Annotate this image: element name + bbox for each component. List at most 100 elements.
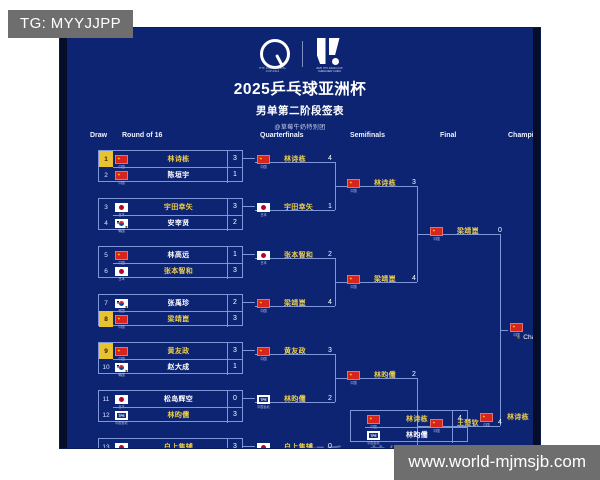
flag-jp-icon: 日本 (115, 442, 128, 448)
match-score: 3 (227, 311, 242, 327)
connector-line (345, 282, 417, 283)
match-score: 3 (227, 151, 242, 167)
flag-cn-icon: 中国 (115, 170, 128, 185)
tournament-bracket-poster: ITTF CONTINENTAL CUP ASIA 2025 ITTF ASIA… (60, 28, 540, 448)
draw-seed-number: 9 (99, 343, 113, 359)
connector-line (243, 302, 255, 303)
r16-pair-box: 7韩国张禹珍28中国梁靖崑3 (98, 294, 243, 329)
connector-line (417, 378, 418, 448)
match-score: 1 (227, 359, 242, 375)
r16-pair-box: 11日本松岛辉空012中国台北林昀儒3 (98, 390, 243, 425)
flag-cn-icon: 中国 (115, 250, 128, 265)
flag-caption: 中国 (350, 381, 357, 385)
column-header-sf: Semifinals (350, 132, 386, 139)
connector-line (335, 378, 345, 379)
flag-cn-icon: 中国 (257, 298, 270, 313)
match-score: 2 (328, 395, 332, 402)
r16-pair-box: 9中国黄友政310韩国赵大成1 (98, 342, 243, 377)
asian-cup-logo-icon: 2025 ITTF ASIAN CUP SHENZHEN CHINA (315, 38, 345, 73)
flag-jp-icon: 日本 (115, 394, 128, 409)
flag-wrap: 中国 (255, 346, 272, 361)
match-score: 3 (227, 439, 242, 448)
connector-line (335, 282, 345, 283)
poster-subtitle: 男单第二阶段签表 (256, 105, 344, 117)
row-divider (113, 359, 242, 360)
flag-jp-icon: 日本 (257, 442, 270, 448)
r16-row: 11日本松岛辉空0 (99, 391, 242, 409)
flag-wrap: 中国 (255, 154, 272, 169)
flag-wrap: 日本 (255, 442, 272, 448)
bracket-body: 1中国林诗栋32中国陈垣宇13日本宇田幸矢34韩国安宰贤25中国林高远16日本张… (60, 146, 540, 448)
flag-kr-icon: 韩国 (115, 218, 128, 233)
player-name: 黄友政 (167, 348, 190, 355)
draw-seed-number: 4 (104, 219, 108, 227)
flag-caption: 日本 (260, 213, 267, 217)
match-score: 0 (227, 391, 242, 407)
connector-line (243, 398, 255, 399)
logo-left-caption: ITTF CONTINENTAL CUP ASIA (258, 67, 287, 73)
flag-wrap: 中国 (345, 178, 362, 193)
connector-line (255, 306, 335, 307)
player-name: 梁靖崑 (374, 276, 396, 283)
player-name: 林诗栋 (374, 180, 396, 187)
player-name: 林诗栋 (507, 414, 529, 421)
flag-caption: 中国 (513, 333, 520, 337)
match-score: 4 (498, 419, 502, 426)
match-score: 4 (452, 411, 467, 427)
r16-row: 7 韩国 张禹珍 2 (99, 295, 242, 313)
connector-line (428, 234, 500, 235)
flag-wrap: 韩国 (113, 218, 130, 233)
connector-line (255, 210, 335, 211)
flag-jp-icon: 日本 (115, 266, 128, 281)
flag-wrap: 中国台北 (113, 410, 130, 425)
flag-wrap: 中国 (345, 370, 362, 385)
flag-caption: 中国台北 (115, 421, 128, 425)
draw-seed-number: 13 (102, 443, 110, 449)
flag-caption: 中国 (260, 357, 267, 361)
flag-wrap: 日本 (113, 266, 130, 281)
flag-cn-icon: 中国 (115, 346, 128, 361)
match-score: 2 (227, 215, 242, 231)
trophy-icon: ♁ (516, 334, 522, 341)
r16-row: 12中国台北林昀儒3 (99, 407, 242, 425)
flag-tw-icon: 中国台北 (367, 430, 380, 445)
flag-wrap: 日本 (113, 394, 130, 409)
draw-seed-number: 7 (104, 299, 108, 307)
telegram-tag-overlay: TG: MYYJJPP (8, 10, 134, 38)
match-score: 3 (328, 347, 332, 354)
player-name: 黄友政 (284, 348, 306, 355)
player-name: 林诗栋 (167, 156, 190, 163)
flag-kr-icon: 韩国 (115, 362, 128, 377)
draw-seed-number: 6 (104, 267, 108, 275)
player-name: 梁靖崑 (167, 316, 190, 323)
flag-wrap: 中国 (113, 314, 130, 329)
match-score: 1 (227, 247, 242, 263)
flag-wrap: 中国 (113, 250, 130, 265)
connector-line (243, 158, 255, 159)
flag-wrap: 中国 (428, 226, 445, 241)
flag-caption: 中国 (118, 325, 125, 329)
draw-seed-number: 11 (102, 395, 110, 403)
connector-line (255, 258, 335, 259)
match-score: 2 (227, 295, 242, 311)
flag-caption: 中国 (118, 181, 125, 185)
poster-header: ITTF CONTINENTAL CUP ASIA 2025 ITTF ASIA… (60, 28, 540, 131)
draw-seed-number: 3 (104, 203, 108, 211)
flag-wrap: 中国 (113, 170, 130, 185)
flag-caption: 中国台北 (367, 441, 380, 445)
flag-cn-icon: 中国 (257, 154, 270, 169)
player-name: 张禹珍 (167, 300, 190, 307)
player-name: 赵大成 (167, 364, 190, 371)
flag-kr-icon: 韩国 (115, 298, 128, 313)
flag-wrap: 韩国 (113, 298, 130, 313)
flag-wrap: 韩国 (113, 362, 130, 377)
player-name: 户上隼辅 (163, 444, 194, 448)
flag-wrap: 中国 (113, 346, 130, 361)
